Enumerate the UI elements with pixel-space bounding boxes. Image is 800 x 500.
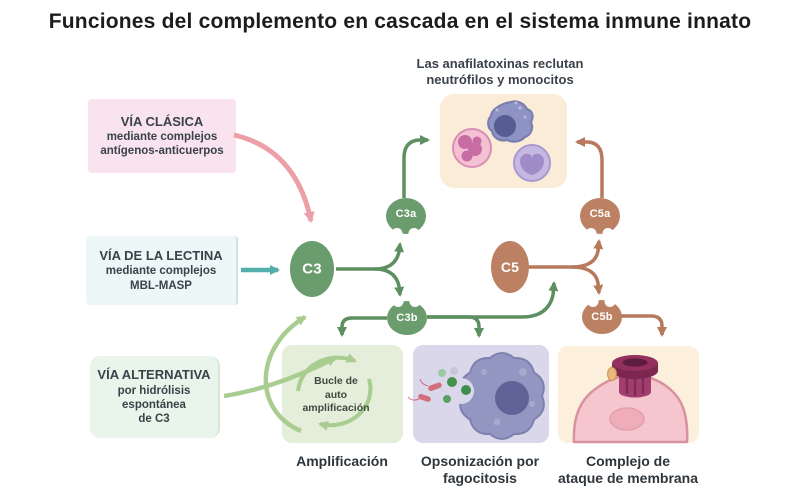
alternative-pathway-title: VÍA ALTERNATIVA xyxy=(97,367,211,383)
amplification-loop-label: Bucle de auto amplificación xyxy=(302,375,370,415)
lectin-pathway-box: VÍA DE LA LECTINA mediante complejos MBL… xyxy=(86,236,238,305)
c5b-to-mac-arrow xyxy=(621,314,667,337)
opsonization-box xyxy=(413,345,549,443)
c5-to-c5a-arrow xyxy=(528,239,604,269)
alternative-pathway-box: VÍA ALTERNATIVA por hidrólisis espontáne… xyxy=(90,356,220,438)
classical-to-c3-arrow xyxy=(233,132,315,223)
c3-to-c3b-arrow xyxy=(374,267,405,297)
c5b-label: C5b xyxy=(591,311,613,323)
lectin-pathway-title: VÍA DE LA LECTINA xyxy=(99,248,223,263)
c3a-label: C3a xyxy=(395,208,417,220)
c5-to-c5b-arrow xyxy=(571,265,604,295)
amplification-caption: Amplificación xyxy=(296,453,388,469)
c3b-label: C3b xyxy=(396,312,418,324)
c3b-to-c5-arrow xyxy=(427,281,559,319)
classical-pathway-desc: mediante complejos antígenos-anticuerpos xyxy=(100,130,224,158)
classical-pathway-title: VÍA CLÁSICA xyxy=(120,113,204,129)
c5-label: C5 xyxy=(500,259,520,275)
c5a-to-cells-arrow xyxy=(575,137,604,198)
c5a-label: C5a xyxy=(589,208,611,220)
anaphylatoxin-note: Las anafilatoxinas reclutan neutrófilos … xyxy=(416,56,584,87)
membrane-attack-box xyxy=(558,346,699,443)
recruited-cells-box xyxy=(440,94,567,188)
page-title: Funciones del complemento en cascada en … xyxy=(48,10,752,33)
c3-to-c3a-arrow xyxy=(336,242,404,271)
c3b-to-amplification-arrow xyxy=(337,316,387,337)
c3a-to-cells-arrow xyxy=(402,135,430,198)
c3b-to-opsonization-arrow xyxy=(427,315,484,338)
classical-pathway-box: VÍA CLÁSICA mediante complejos antígenos… xyxy=(88,99,236,173)
alternative-pathway-desc: por hidrólisis espontánea de C3 xyxy=(117,384,191,426)
c3-label: C3 xyxy=(302,260,322,278)
mac-caption: Complejo de ataque de membrana xyxy=(557,453,699,486)
opsonization-caption: Opsonización por fagocitosis xyxy=(420,453,540,486)
lectin-pathway-desc: mediante complejos MBL-MASP xyxy=(105,265,217,292)
